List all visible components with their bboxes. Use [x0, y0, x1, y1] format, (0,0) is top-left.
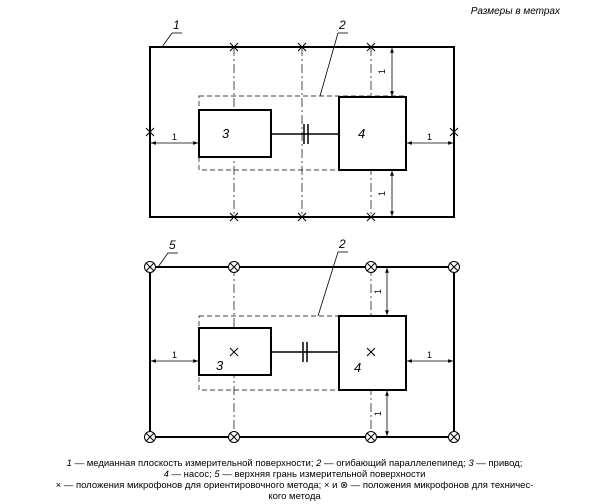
- dim-up: 1: [377, 69, 387, 74]
- label-3: 3: [222, 126, 230, 141]
- mic-crosses-top: [145, 42, 459, 222]
- top-view: 1 2 3 4 1 1 1 1: [145, 18, 459, 222]
- label-2b: 2: [338, 237, 346, 251]
- dim-down: 1: [377, 191, 387, 196]
- dim-up-b: 1: [373, 289, 383, 294]
- label-3b: 3: [216, 358, 224, 373]
- dim-left: 1: [172, 132, 177, 142]
- dim-right: 1: [427, 132, 432, 142]
- leader-2: [319, 32, 339, 97]
- leader-5: [157, 252, 169, 268]
- dim-left-b: 1: [172, 350, 177, 360]
- scale-note: Размеры в метрах: [470, 6, 560, 17]
- caption-line-3: × — положения микрофонов для ориентирово…: [55, 480, 534, 491]
- label-4: 4: [358, 126, 365, 141]
- label-1: 1: [173, 18, 180, 32]
- leader-2b: [317, 251, 339, 317]
- label-4b: 4: [354, 360, 361, 375]
- label-5: 5: [169, 238, 176, 252]
- dim-right-b: 1: [427, 350, 432, 360]
- caption-line-2: 4 — насос; 5 — верхняя грань измерительн…: [163, 469, 426, 480]
- bottom-view: 5 2 3 4 1 1 1 1: [144, 237, 460, 443]
- pump-top: [338, 96, 407, 171]
- caption-line-1: 1 — медианная плоскость измерительной по…: [66, 458, 523, 469]
- mic-circles: [144, 261, 460, 443]
- drive-top: [198, 109, 272, 158]
- mic-crosses-center: [229, 347, 376, 357]
- label-2: 2: [338, 18, 346, 32]
- caption-line-4: кого метода: [268, 491, 321, 502]
- leader-1: [161, 32, 173, 48]
- dim-down-b: 1: [373, 411, 383, 416]
